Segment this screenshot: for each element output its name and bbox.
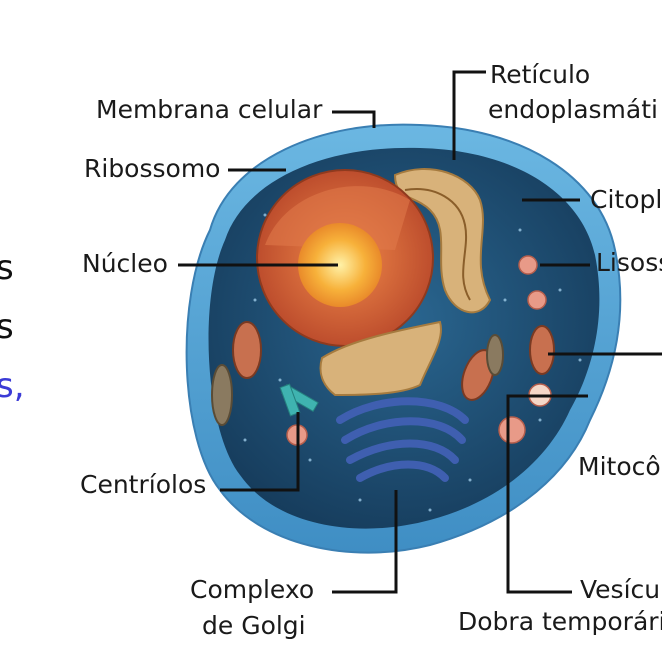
label-reticulo-1: Retículo — [490, 60, 591, 89]
centrioles — [279, 383, 319, 417]
leader-reticulo — [452, 70, 486, 160]
label-dobra: Dobra temporári — [458, 607, 662, 636]
edge-text-3: s, — [0, 366, 25, 406]
leader-vesicula — [506, 394, 588, 594]
label-membrana: Membrana celular — [96, 95, 323, 124]
leader-lines — [178, 70, 662, 594]
edge-text-2: s — [0, 307, 14, 347]
edge-text-1: s — [0, 248, 14, 288]
leader-membrana — [332, 110, 376, 128]
label-lisossomo: Lisoss — [596, 248, 662, 277]
leader-centriolos — [220, 412, 300, 492]
label-complexo-2: de Golgi — [202, 611, 306, 640]
nucleus — [256, 169, 434, 347]
label-vesicula: Vesícul — [580, 575, 662, 604]
mitochondria — [211, 321, 555, 426]
label-citoplasma: Citopl — [590, 185, 662, 214]
label-nucleo: Núcleo — [82, 249, 168, 278]
label-centriolos: Centríolos — [80, 470, 207, 499]
label-reticulo-2: endoplasmáti — [488, 95, 658, 124]
leader-complexo — [332, 490, 398, 594]
ribosome-specks — [243, 183, 582, 512]
nucleolus — [298, 223, 382, 307]
endoplasmic-reticulum — [393, 168, 492, 314]
label-ribossomo: Ribossomo — [84, 154, 221, 183]
label-mitocondria: Mitocô — [578, 452, 661, 481]
label-complexo-1: Complexo — [190, 575, 315, 604]
golgi-apparatus — [336, 397, 469, 482]
rough-er — [319, 320, 442, 397]
